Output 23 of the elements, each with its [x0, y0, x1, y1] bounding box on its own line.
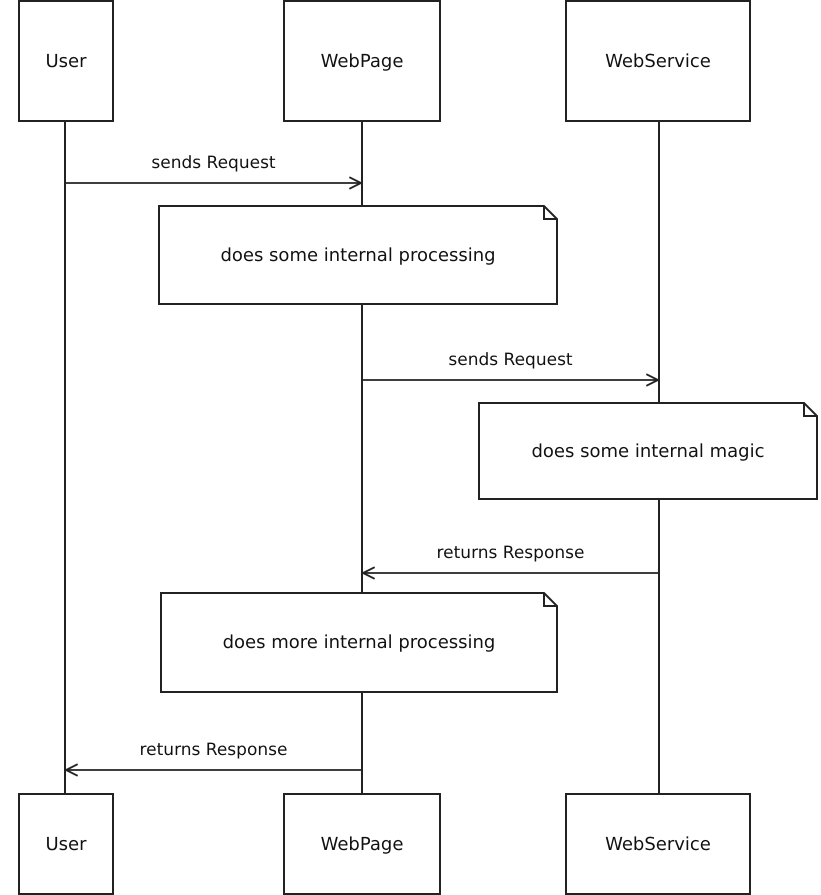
participant-label: User — [45, 50, 87, 72]
note-box — [478, 402, 818, 500]
participant-box — [565, 793, 751, 895]
participant-label: WebPage — [320, 50, 404, 72]
note-text: does some internal magic — [531, 440, 764, 462]
message-arrow — [66, 176, 362, 190]
participant-box — [565, 0, 751, 122]
message-arrow — [363, 373, 659, 387]
message-arrow — [65, 763, 361, 777]
lifeline — [64, 122, 66, 793]
participant-label: User — [45, 834, 87, 854]
participant-box — [18, 0, 114, 122]
participant-label: WebService — [605, 834, 711, 854]
note-text: does some internal processing — [220, 244, 496, 266]
note-text: does more internal processing — [222, 632, 496, 653]
participant-box — [283, 793, 441, 895]
note-box — [160, 592, 558, 693]
message-arrow — [362, 566, 658, 580]
participant-box — [283, 0, 441, 122]
participant-label: WebPage — [320, 834, 404, 854]
note-box — [158, 205, 558, 305]
participant-box — [18, 793, 114, 895]
participant-label: WebService — [605, 50, 711, 72]
